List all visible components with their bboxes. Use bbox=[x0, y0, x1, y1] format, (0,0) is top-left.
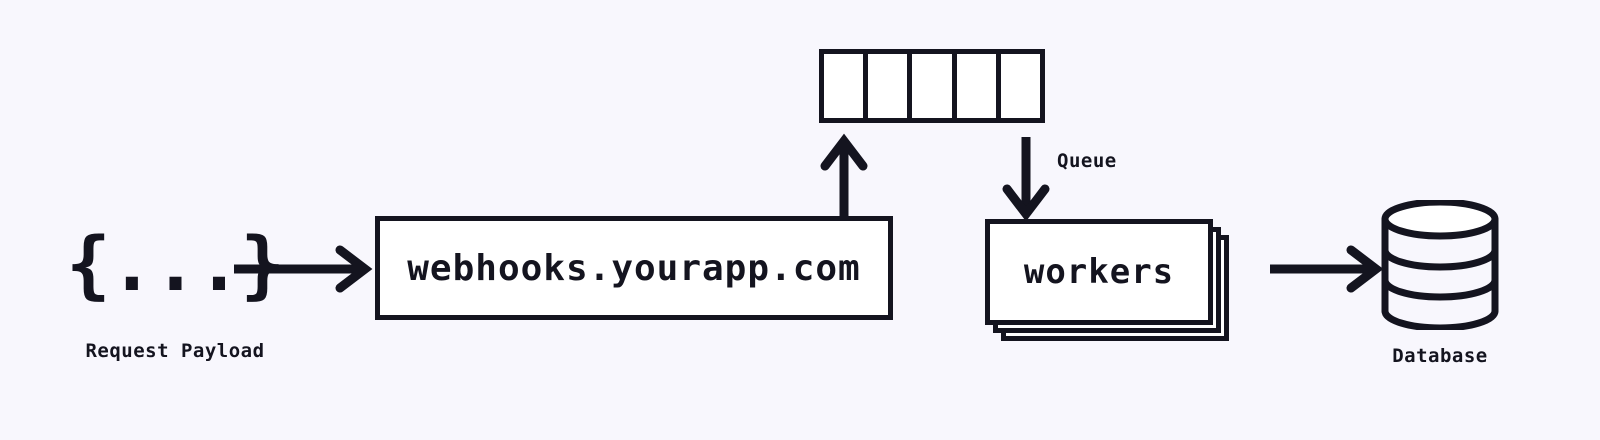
database-label: Database bbox=[1392, 345, 1488, 367]
workers-stack-layer-front: workers bbox=[985, 219, 1213, 325]
queue-label: Queue bbox=[1057, 150, 1117, 172]
workers-label: workers bbox=[1023, 252, 1175, 292]
queue-cell bbox=[868, 54, 913, 118]
arrow-workers-to-database-icon bbox=[1270, 245, 1384, 293]
queue-node: Queue bbox=[819, 49, 1116, 172]
request-payload-label: Request Payload bbox=[85, 340, 265, 362]
request-payload-node: {...} Request Payload bbox=[60, 215, 290, 380]
endpoint-box: webhooks.yourapp.com bbox=[375, 216, 893, 320]
arrow-payload-to-endpoint-icon bbox=[234, 245, 373, 293]
queue-cell bbox=[1000, 54, 1041, 118]
queue-box bbox=[819, 49, 1045, 123]
database-cylinder-icon bbox=[1381, 200, 1499, 330]
database-node: Database bbox=[1370, 200, 1510, 380]
queue-cell bbox=[912, 54, 957, 118]
queue-cell bbox=[824, 54, 869, 118]
queue-cell bbox=[956, 54, 1001, 118]
endpoint-label: webhooks.yourapp.com bbox=[407, 247, 861, 289]
workers-node: workers bbox=[985, 219, 1235, 344]
arrow-queue-to-workers-icon bbox=[1002, 137, 1050, 222]
arrow-endpoint-to-queue-icon bbox=[820, 133, 868, 218]
